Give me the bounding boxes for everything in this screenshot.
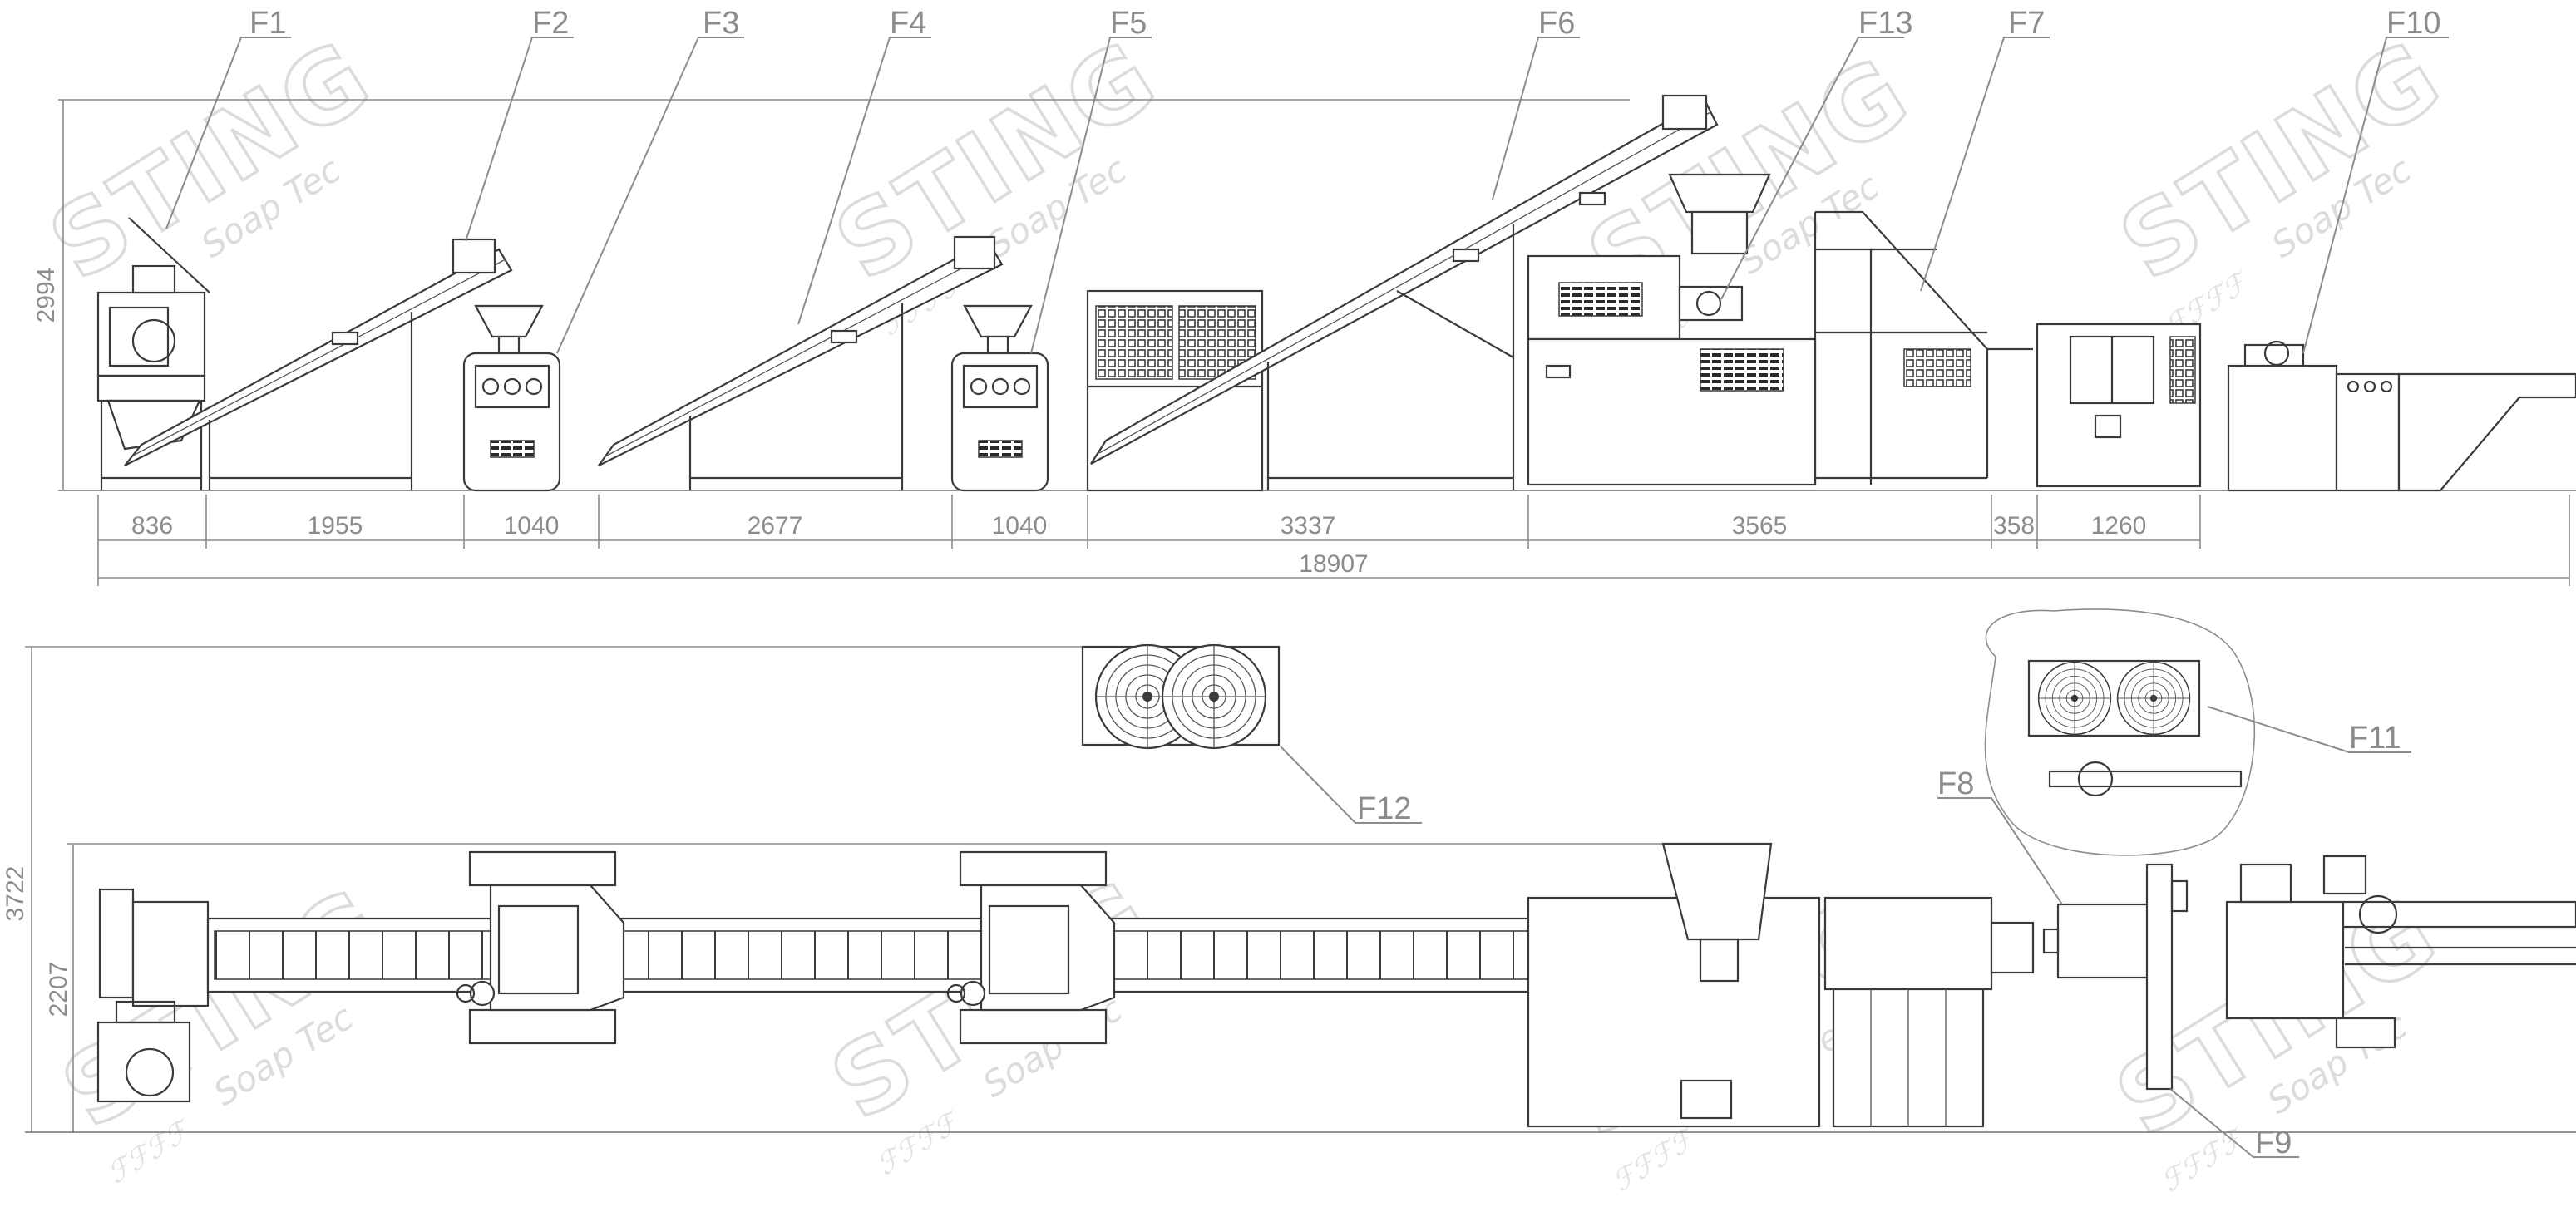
dim-seg-4: 2677 bbox=[748, 512, 803, 539]
f11-outline bbox=[1984, 608, 2256, 856]
dim-seg-6: 3337 bbox=[1281, 512, 1336, 539]
label-f13: F13 bbox=[1858, 6, 1912, 41]
f4-conveyor bbox=[598, 235, 1004, 490]
dim-top-inner-height: 2207 bbox=[45, 962, 72, 1017]
f11-group bbox=[1984, 608, 2256, 856]
f8-cutter-top bbox=[2042, 903, 2153, 979]
f8-cutter bbox=[2036, 323, 2202, 488]
top-view: 3722 2207 bbox=[2, 608, 2576, 1133]
label-f8: F8 bbox=[1937, 766, 1974, 801]
dim-top-height: 3722 bbox=[2, 866, 29, 922]
dim-seg-9: 1260 bbox=[2091, 512, 2147, 539]
watermark-5: STING Soap Tec ℱℱℱℱ bbox=[42, 865, 405, 1191]
label-f1: F1 bbox=[249, 6, 286, 41]
dim-seg-3: 1040 bbox=[504, 512, 560, 539]
dim-front-height: 2994 bbox=[32, 268, 60, 323]
f3-plodder bbox=[462, 304, 561, 492]
label-f6: F6 bbox=[1538, 6, 1575, 41]
label-f12: F12 bbox=[1357, 791, 1411, 826]
f5-plodder bbox=[950, 304, 1049, 492]
conveyor-top-strip bbox=[206, 917, 1698, 993]
label-f9: F9 bbox=[2255, 1126, 2292, 1160]
f10-stamper bbox=[2227, 340, 2576, 492]
f13-refiner-top bbox=[1527, 842, 2035, 1128]
f7-frame bbox=[1814, 210, 2033, 485]
f6-conveyor bbox=[1090, 94, 1719, 490]
dim-seg-1: 836 bbox=[131, 512, 173, 539]
f10-stamper-top bbox=[2225, 855, 2576, 1049]
chiller-fan-icon bbox=[2116, 661, 2191, 736]
dim-seg-7: 3565 bbox=[1732, 512, 1788, 539]
label-f2: F2 bbox=[532, 6, 569, 41]
label-f7: F7 bbox=[2008, 6, 2045, 41]
dim-total-length: 18907 bbox=[1299, 550, 1368, 578]
f2-conveyor bbox=[124, 238, 513, 490]
f5-plodder-top bbox=[946, 850, 1116, 1045]
f13-refiner bbox=[1527, 173, 1817, 486]
front-dimensions: 2994 836 1955 1040 2677 1040 3337 3565 3… bbox=[32, 99, 2570, 586]
f12-chiller-front bbox=[1086, 289, 1264, 492]
dim-seg-8: 358 bbox=[1993, 512, 2035, 539]
f12-chiller-top bbox=[1081, 643, 1281, 750]
f1-mixer-top bbox=[96, 888, 210, 1103]
label-f10: F10 bbox=[2386, 6, 2440, 41]
label-f3: F3 bbox=[703, 6, 739, 41]
f3-plodder-top bbox=[456, 850, 625, 1045]
label-f11: F11 bbox=[2349, 721, 2401, 756]
watermark-4: STING Soap Tec ℱℱℱℱ bbox=[2100, 17, 2463, 343]
chiller-fan-icon bbox=[2037, 661, 2112, 736]
f9-conveyor-top bbox=[2145, 863, 2189, 1091]
chiller-fan-icon bbox=[1161, 643, 1267, 750]
dim-seg-2: 1955 bbox=[308, 512, 363, 539]
label-f5: F5 bbox=[1110, 6, 1147, 41]
labels: F1 F2 F3 F4 F5 F6 F13 F7 F10 F11 F12 F8 … bbox=[165, 6, 2449, 1160]
watermark-1: STING Soap Tec ℱℱℱℱ bbox=[29, 17, 392, 343]
watermark-group: STING Soap Tec ℱℱℱℱ STING Soap Tec ℱℱℱℱ … bbox=[29, 17, 2463, 1200]
front-view: 2994 836 1955 1040 2677 1040 3337 3565 3… bbox=[32, 94, 2576, 586]
dim-seg-5: 1040 bbox=[992, 512, 1048, 539]
label-f4: F4 bbox=[890, 6, 926, 41]
